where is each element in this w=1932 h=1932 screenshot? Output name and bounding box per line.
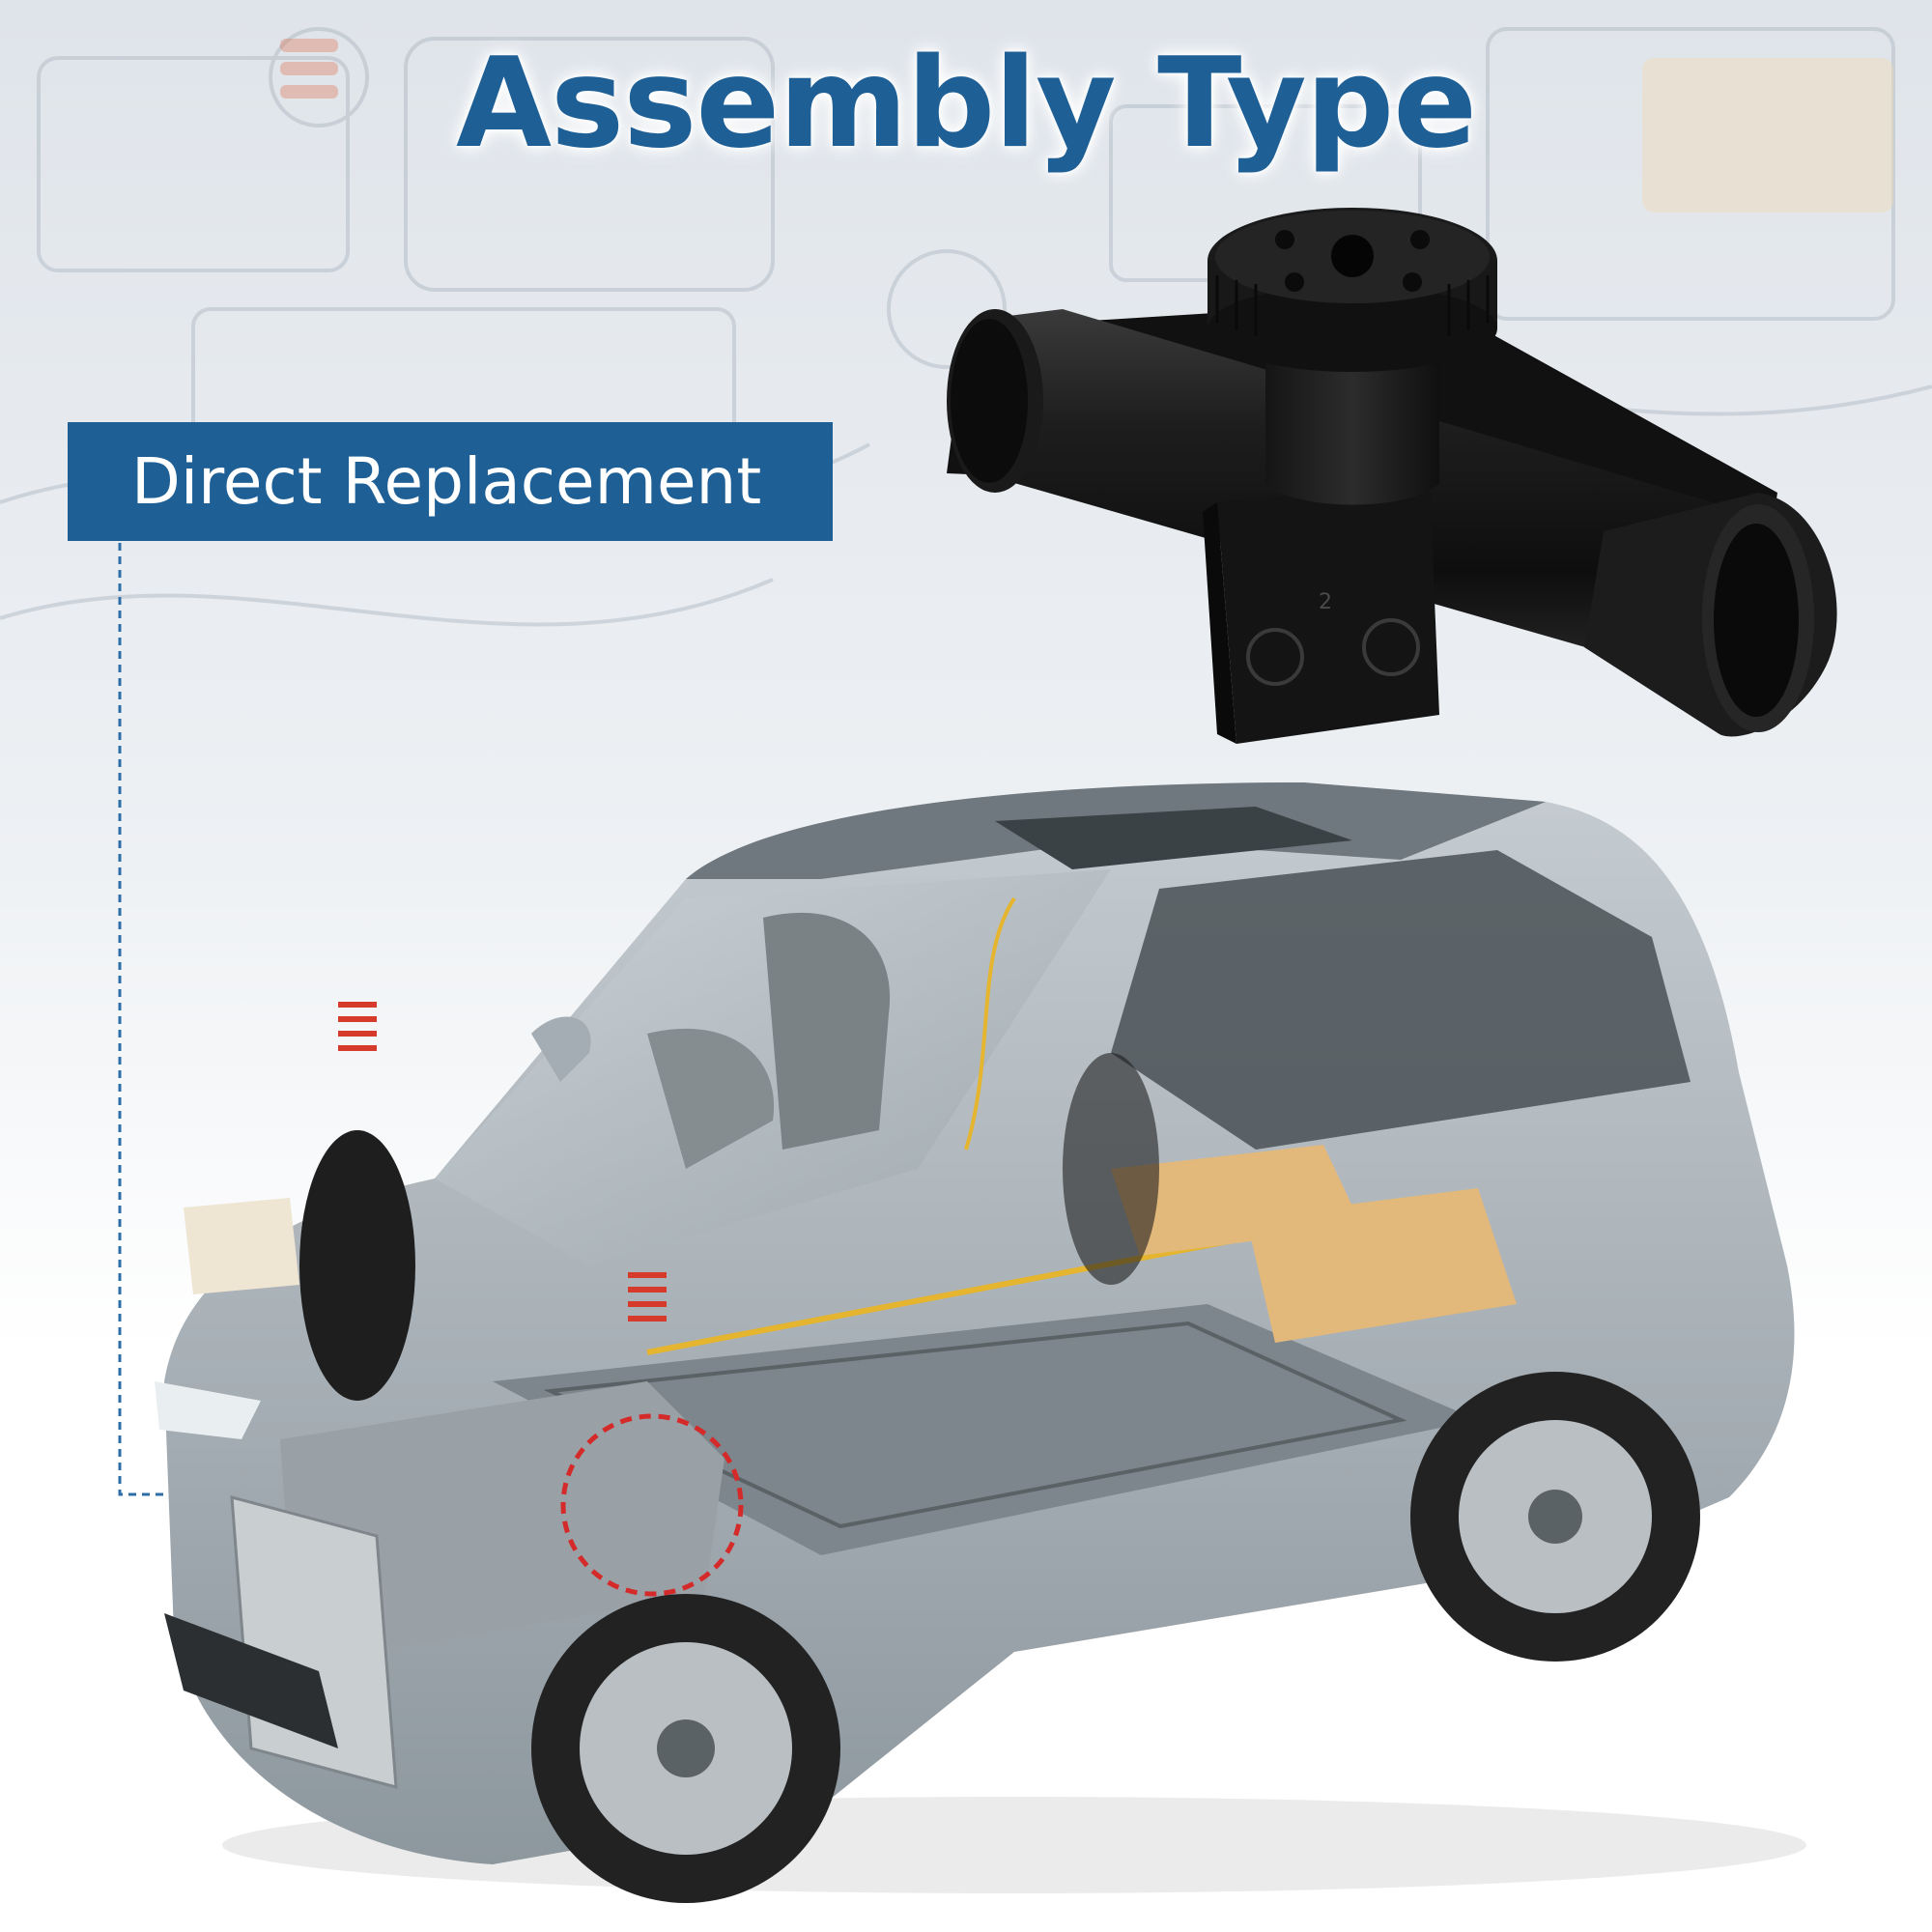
page-title: Assembly Type bbox=[455, 32, 1477, 176]
cutaway-suv-icon bbox=[155, 782, 1806, 1903]
svg-text:2: 2 bbox=[1319, 590, 1332, 614]
dashed-highlight-circle-icon bbox=[560, 1413, 744, 1597]
coolant-tee-connector-icon: 2 bbox=[947, 208, 1837, 744]
direct-replacement-badge: Direct Replacement bbox=[131, 444, 762, 519]
badge-background bbox=[68, 422, 833, 541]
